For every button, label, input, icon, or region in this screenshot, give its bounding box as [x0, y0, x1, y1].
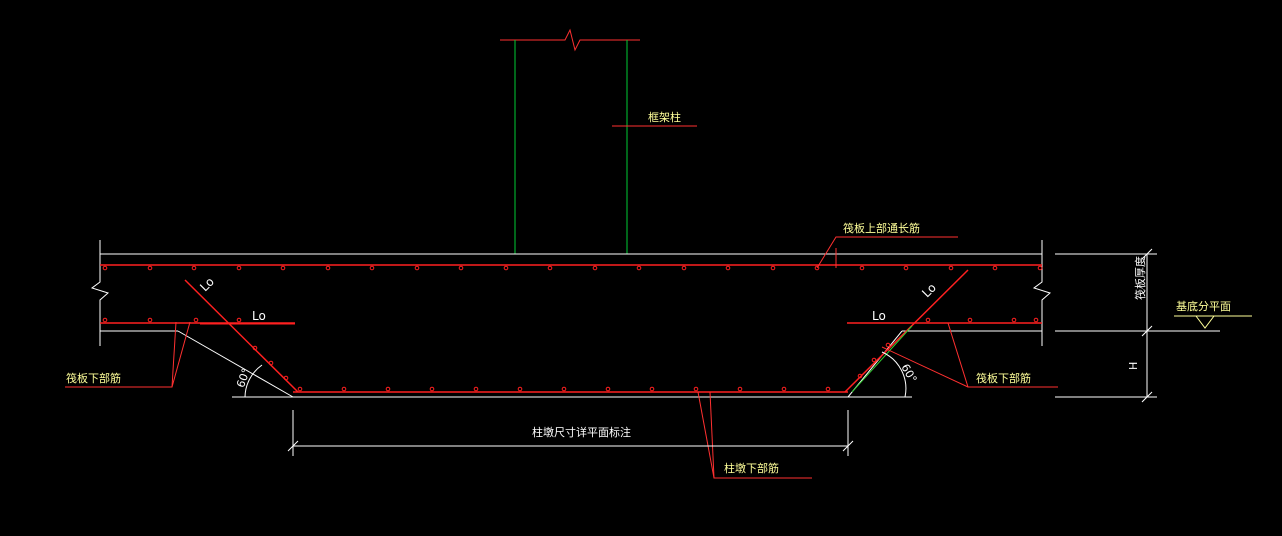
angle-left-label: 60°	[234, 367, 253, 390]
top-rebar-callout: 筏板上部通长筋	[816, 221, 958, 269]
frame-column: 框架柱	[500, 28, 697, 254]
vdim-tick-mid	[1141, 325, 1153, 337]
pier-bottom-rebar-dot	[341, 386, 347, 392]
pier-bottom-rebar-callout: 柱墩下部筋	[697, 391, 812, 479]
right-bottom-rebar-dot	[1033, 317, 1039, 323]
pier-size-label: 柱墩尺寸详平面标注	[532, 425, 631, 439]
pier-bottom-rebar-dot	[385, 386, 391, 392]
lo-left-horizontal: Lo	[252, 309, 266, 323]
top-rebar-dot	[280, 265, 286, 271]
pier-bottom-rebar-dot	[561, 386, 567, 392]
right-slope-accent	[851, 325, 913, 393]
top-rebar-dot	[903, 265, 909, 271]
top-rebar-dot	[369, 265, 375, 271]
top-rebar-dot	[414, 265, 420, 271]
dim-tick-left	[287, 440, 299, 452]
angle-right-arc	[881, 351, 907, 398]
right-bottom-rebar-dot	[925, 317, 931, 323]
pier-bottom-rebar-dot	[781, 386, 787, 392]
top-rebar-dot	[236, 265, 242, 271]
right-bottom-leader-2	[881, 346, 969, 388]
top-rebar-dot	[147, 265, 153, 271]
top-rebar-dot	[814, 265, 820, 271]
left-bottom-leader-2	[171, 321, 177, 388]
top-rebar-dot	[859, 265, 865, 271]
height-h-label: H	[1127, 362, 1140, 370]
left-bottom-rebar-dot	[147, 317, 153, 323]
pier-bottom-rebar-dot	[297, 386, 303, 392]
lo-right-diagonal: Lo	[919, 281, 939, 301]
top-rebar-dot	[770, 265, 776, 271]
pier-size-dimension	[287, 410, 854, 456]
right-slope-rebar-dot	[871, 357, 877, 363]
vdim-tick-top	[1141, 248, 1153, 260]
top-rebar-leader	[816, 236, 958, 269]
pier-bottom-rebar-dot	[517, 386, 523, 392]
top-rebar-dot	[592, 265, 598, 271]
top-rebar-dot	[681, 265, 687, 271]
right-slope-rebar-dot	[885, 342, 891, 348]
vdim-tick-bottom	[1141, 391, 1153, 403]
rebars	[100, 264, 1042, 393]
raft-thickness-label: 筏板厚度	[1133, 256, 1147, 300]
right-bottom-rebar-dot	[1011, 317, 1017, 323]
plane-marker-icon	[1195, 315, 1215, 329]
left-slope-rebar-dot	[268, 360, 274, 366]
pier-bottom-rebar-dot	[473, 386, 479, 392]
pier-bottom-leader-2	[709, 391, 715, 479]
lo-labels: Lo Lo Lo Lo	[197, 275, 939, 325]
right-break-line	[1032, 240, 1052, 346]
column-label: 框架柱	[648, 110, 681, 124]
top-rebar-dot	[503, 265, 509, 271]
right-diagonal-rebar	[844, 269, 969, 393]
pier-bottom-rebar-dot	[429, 386, 435, 392]
top-rebar-dot	[948, 265, 954, 271]
rebar-dots	[102, 265, 1043, 392]
top-rebar-dot	[325, 265, 331, 271]
foundation-bottom-plane: 基底分平面	[1174, 299, 1252, 329]
angle-left-arc	[244, 364, 263, 398]
left-bottom-rebar-dot	[193, 317, 199, 323]
left-diagonal-rebar	[184, 279, 299, 393]
left-bottom-rebar-dot	[236, 317, 242, 323]
right-vertical-dimension	[1055, 248, 1220, 403]
lo-right-horizontal: Lo	[872, 309, 886, 323]
dim-tick-right	[842, 440, 854, 452]
pier-left-slope	[177, 330, 294, 398]
angle-right-label: 60°	[898, 362, 919, 385]
right-bottom-rebar-label: 筏板下部筋	[976, 371, 1031, 385]
top-rebar-dot	[636, 265, 642, 271]
top-rebar-dot	[102, 265, 108, 271]
right-bottom-rebar-dot	[967, 317, 973, 323]
left-bottom-rebar-label: 筏板下部筋	[66, 371, 121, 385]
pier-bottom-rebar-dot	[605, 386, 611, 392]
top-rebar-dot	[1037, 265, 1043, 271]
pier-bottom-rebar-dot	[693, 386, 699, 392]
right-bottom-rebar-callout: 筏板下部筋	[881, 322, 1058, 388]
foundation-bottom-plane-label: 基底分平面	[1176, 299, 1231, 313]
left-slope-rebar-dot	[283, 375, 289, 381]
left-bottom-rebar-callout: 筏板下部筋	[65, 321, 191, 388]
pier-bottom-rebar-label: 柱墩下部筋	[724, 461, 779, 475]
left-bottom-rebar-dot	[102, 317, 108, 323]
left-slope-rebar-dot	[252, 345, 258, 351]
column-break-line	[500, 28, 640, 52]
pier-bottom-rebar-dot	[737, 386, 743, 392]
lo-left-diagonal: Lo	[197, 275, 217, 295]
left-break-line	[90, 240, 110, 346]
top-rebar-dot	[458, 265, 464, 271]
angle-markers: 60° 60°	[234, 351, 919, 398]
top-rebar-label: 筏板上部通长筋	[843, 221, 920, 235]
top-rebar-dot	[191, 265, 197, 271]
top-rebar-dot	[725, 265, 731, 271]
top-rebar-dot	[547, 265, 553, 271]
top-rebar-dot	[992, 265, 998, 271]
pier-bottom-rebar-dot	[649, 386, 655, 392]
pier-bottom-rebar-dot	[825, 386, 831, 392]
right-slope-rebar-dot	[857, 373, 863, 379]
